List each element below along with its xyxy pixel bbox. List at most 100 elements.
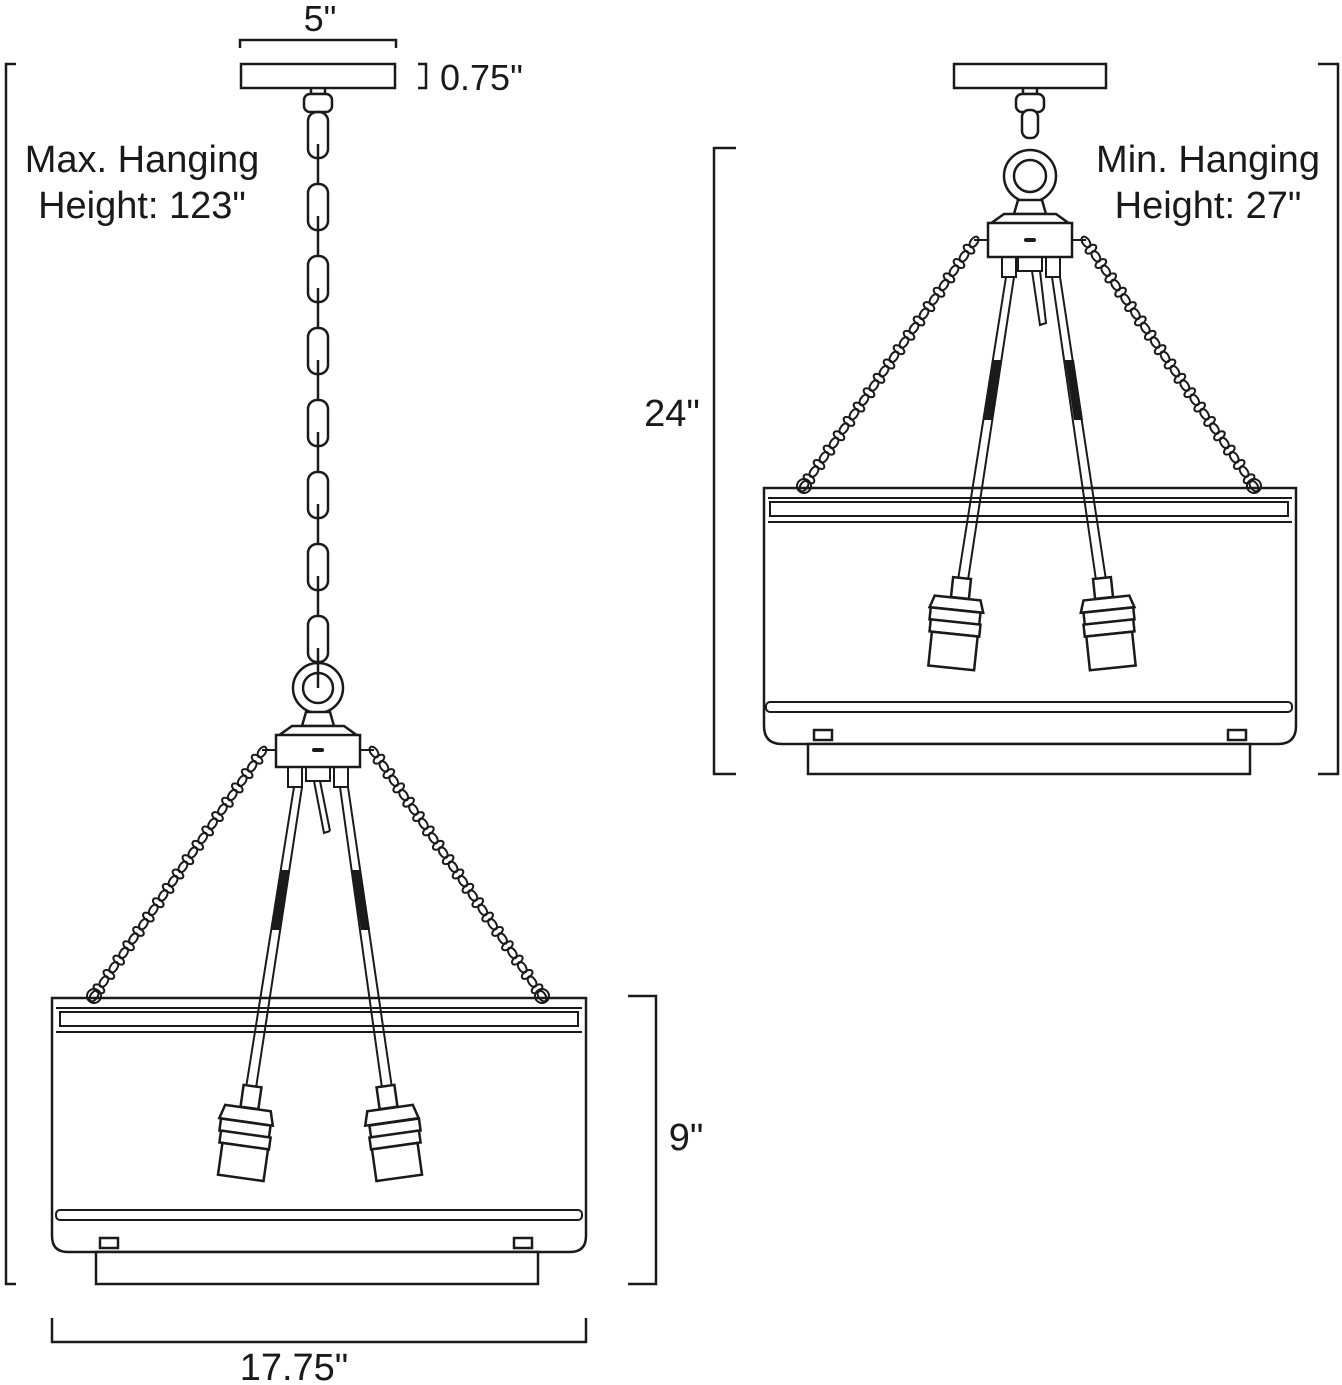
chain-link: [888, 350, 900, 364]
chain-link: [858, 393, 870, 407]
right-rod-1: [957, 276, 1015, 581]
chain-link: [207, 817, 219, 831]
chain-link: [147, 903, 159, 917]
chain-link: [378, 760, 390, 773]
max-height-bracket: [4, 62, 16, 1286]
left-clip-2: [512, 1236, 534, 1250]
chain-link: [487, 917, 499, 931]
chain-link: [477, 903, 489, 917]
right-socket-mount-3: [1045, 256, 1061, 278]
chain-eye: [1246, 478, 1262, 494]
min-height-bracket: [1318, 62, 1340, 776]
chain-link: [1238, 465, 1250, 478]
chain-link: [868, 379, 880, 392]
right-fixture: [762, 62, 1298, 776]
chain-link: [1120, 293, 1131, 306]
chain-link: [217, 803, 228, 816]
chain-link: [838, 422, 850, 435]
chain-link: [457, 874, 469, 888]
left-canopy: [239, 62, 397, 90]
left-side-chains: [86, 745, 550, 1004]
left-socket-2: [363, 1083, 424, 1183]
right-shade-band-top: [769, 501, 1289, 517]
chain-link: [417, 817, 429, 831]
chain-link: [118, 946, 130, 960]
body-height-bracket: [712, 146, 736, 776]
chain-link: [1090, 250, 1102, 263]
left-loop-ring-inner: [301, 671, 335, 705]
right-side-chains: [796, 235, 1262, 494]
left-chain: [306, 110, 330, 688]
chain-eye: [534, 988, 550, 1004]
chain-link: [197, 831, 209, 845]
left-diffuser: [94, 1250, 540, 1286]
chain-link: [1080, 235, 1092, 249]
left-cluster-slot: [312, 748, 324, 752]
left-socket-mount-3: [333, 766, 349, 788]
left-socket-mount-1: [287, 766, 303, 788]
chain-link: [1129, 307, 1141, 321]
canopy-height-label: 0.75": [440, 57, 523, 98]
chain-link: [437, 846, 449, 859]
right-dimensions: [712, 62, 1340, 776]
right-shade-band-bottom: [765, 701, 1293, 713]
right-canopy: [952, 62, 1108, 90]
max-height-label-line1: Max. Hanging: [25, 139, 259, 181]
chain-link: [968, 235, 980, 249]
chain-link: [1139, 321, 1151, 335]
canopy-height-bracket: [418, 62, 428, 90]
right-clip-2: [1226, 728, 1248, 742]
chain-link: [388, 774, 400, 788]
right-short-link: [1020, 108, 1040, 140]
body-height-label: 24": [644, 393, 700, 435]
chain-link: [1100, 264, 1112, 278]
chain-link: [187, 846, 199, 859]
chain-link: [467, 889, 479, 902]
chain-link: [108, 960, 120, 974]
right-rod-1-wrap: [983, 360, 1001, 420]
right-loop-ring-inner: [1012, 158, 1048, 194]
right-clip-1: [812, 728, 834, 742]
right-rod-2: [1051, 276, 1107, 581]
left-dimensions: [4, 38, 658, 1344]
left-rod-1-wrap: [272, 870, 290, 930]
left-center-wire: [319, 780, 331, 832]
chain-link: [908, 321, 920, 335]
chain-link: [447, 860, 459, 874]
chain-link: [516, 960, 528, 974]
left-center-wire-2: [313, 780, 331, 835]
right-loop-ring: [1002, 148, 1058, 204]
shade-height-bracket: [628, 994, 658, 1286]
canopy-width-label: 5": [304, 0, 337, 39]
chain-link: [398, 788, 410, 802]
chain-link: [98, 975, 110, 988]
chain-link: [167, 874, 179, 888]
chain-link: [1218, 436, 1230, 450]
chain-link: [818, 450, 830, 464]
chain-eye: [796, 478, 812, 494]
left-shade-band-top: [59, 1011, 579, 1027]
min-height-label-line1: Min. Hanging: [1096, 139, 1320, 181]
chain-link: [1110, 278, 1122, 292]
right-diffuser: [806, 742, 1252, 776]
left-fixture: [50, 62, 588, 1286]
canopy-width-bracket: [238, 38, 398, 48]
right-socket-1: [926, 575, 985, 672]
chain-link: [1169, 364, 1181, 378]
chain-link: [1228, 450, 1240, 464]
left-loop-neck: [300, 710, 336, 728]
left-rod-2: [339, 786, 393, 1089]
chain-link: [246, 760, 258, 773]
chain-link: [848, 407, 860, 421]
right-socket-mount-2: [1017, 256, 1043, 272]
left-rod-2-wrap: [352, 870, 370, 930]
left-shade-band-bottom: [55, 1209, 583, 1221]
right-shade: [762, 486, 1298, 746]
chain-link: [368, 745, 380, 759]
chain-link: [526, 975, 538, 988]
chain-link: [938, 278, 950, 292]
left-clip-1: [98, 1236, 120, 1250]
right-cluster-slot: [1024, 238, 1036, 242]
chain-link: [808, 465, 820, 478]
right-socket-mount-1: [1001, 256, 1017, 278]
